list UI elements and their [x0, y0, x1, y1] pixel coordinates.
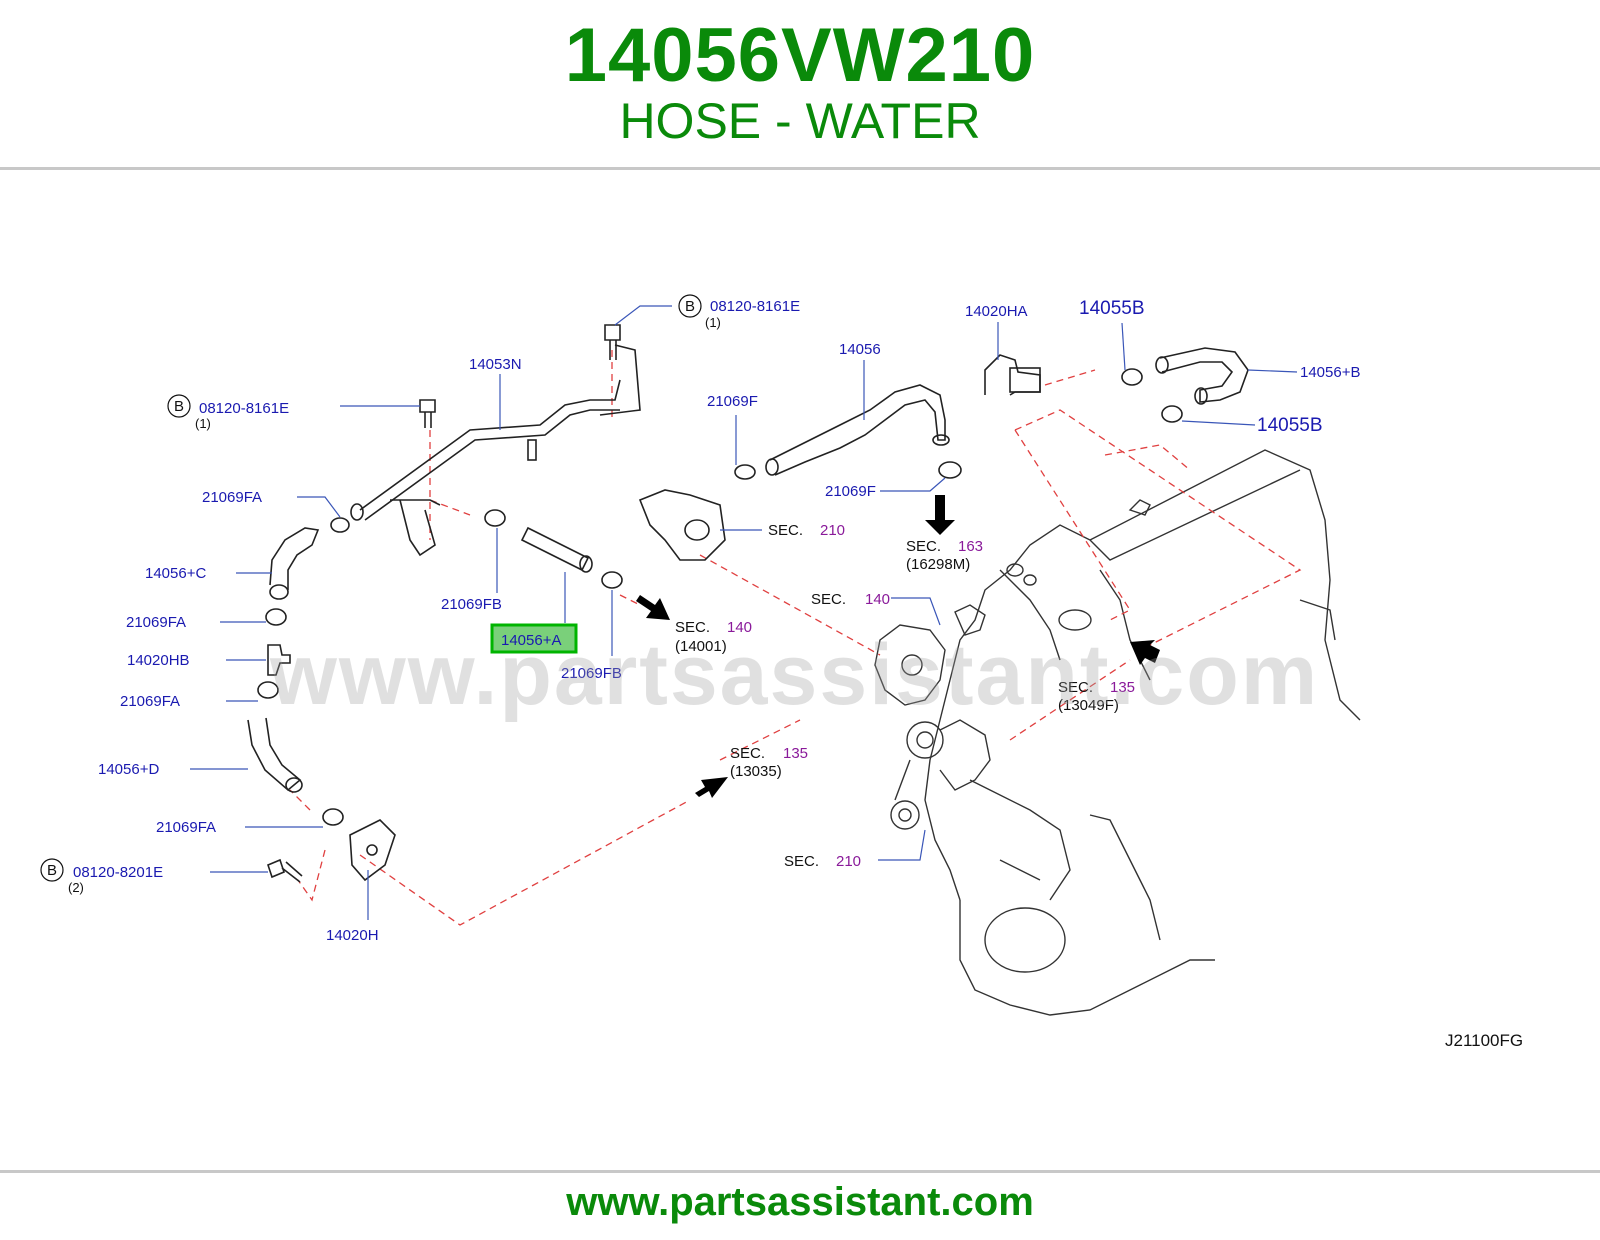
callout-14020HA[interactable]: 14020HA — [965, 303, 1028, 320]
callout-21069FB-2[interactable]: 21069FB — [561, 665, 622, 682]
header: 14056VW210 HOSE - WATER — [0, 0, 1600, 168]
sec-sub-14001: (14001) — [675, 638, 727, 655]
callout-21069FA-2[interactable]: 21069FA — [126, 614, 186, 631]
callout-21069FB-1[interactable]: 21069FB — [441, 596, 502, 613]
sec-sub-16298M: (16298M) — [906, 556, 970, 573]
hose-14020HB — [267, 644, 291, 676]
sec-num-210-bottom[interactable]: 210 — [836, 853, 861, 870]
callout-14056-D[interactable]: 14056+D — [98, 761, 159, 778]
sec-num-140-engine[interactable]: 140 — [865, 591, 890, 608]
b-marker-circle — [678, 294, 702, 318]
hose-14056-D — [247, 717, 303, 793]
callout-08120-8201E[interactable]: 08120-8201E — [73, 864, 163, 881]
b-marker-circle — [40, 858, 64, 882]
callout-21069FA-1[interactable]: 21069FA — [202, 489, 262, 506]
flange-14020H — [349, 819, 396, 882]
callout-08120-8161E-top[interactable]: 08120-8161E — [710, 298, 800, 315]
callout-21069FA-3[interactable]: 21069FA — [120, 693, 180, 710]
sec-label-210-top: SEC. — [768, 522, 803, 539]
sec-num-210-top[interactable]: 210 — [820, 522, 845, 539]
sec-num-135[interactable]: 135 — [783, 745, 808, 762]
footer-url-link[interactable]: www.partsassistant.com — [566, 1180, 1034, 1224]
b-marker-2: B — [174, 398, 184, 415]
bolt-08120-8201E — [267, 858, 303, 883]
sec-label-140: SEC. — [675, 619, 710, 636]
callout-14020H[interactable]: 14020H — [326, 927, 379, 944]
callout-14056[interactable]: 14056 — [839, 341, 881, 358]
sec-label-135-engine: SEC. — [1058, 679, 1093, 696]
callout-14055B-1[interactable]: 14055B — [1079, 298, 1145, 319]
bottom-divider — [0, 1170, 1600, 1173]
callout-14056-B[interactable]: 14056+B — [1300, 364, 1360, 381]
sec-num-135-engine[interactable]: 135 — [1110, 679, 1135, 696]
sec-num-140[interactable]: 140 — [727, 619, 752, 636]
thermostat-housing — [638, 489, 726, 561]
direction-arrows — [636, 495, 1160, 798]
bolt-08120-8161E-left — [419, 399, 436, 428]
qty-left-bolt: (1) — [195, 416, 211, 431]
b-marker-1: B — [685, 298, 695, 315]
leader-lines — [190, 305, 1298, 920]
callout-14020HB[interactable]: 14020HB — [127, 652, 190, 669]
highlight-box — [490, 623, 578, 654]
hose-14056-C — [269, 527, 320, 600]
hose-14056-B — [1155, 347, 1249, 405]
sec-sub-13035: (13035) — [730, 763, 782, 780]
engine-block-drawing — [874, 449, 1361, 1016]
part-number-title: 14056VW210 — [564, 13, 1036, 98]
sec-label-135: SEC. — [730, 745, 765, 762]
b-marker-3: B — [47, 862, 57, 879]
diagram-code: J21100FG — [1445, 1031, 1523, 1050]
sec-label-163: SEC. — [906, 538, 941, 555]
qty-bottom-bolt: (2) — [68, 880, 84, 895]
sec-label-140-engine: SEC. — [811, 591, 846, 608]
clamps-21069F — [734, 461, 962, 480]
hose-14020HA — [984, 354, 1041, 396]
hose-14056-A — [520, 526, 593, 573]
callout-14053N[interactable]: 14053N — [469, 356, 522, 373]
callout-labels: B 08120-8161E (1) B 08120-8161E (1) B 08… — [40, 294, 1523, 1050]
callout-14056-A-highlighted[interactable]: 14056+A — [501, 632, 561, 649]
callout-21069FA-4[interactable]: 21069FA — [156, 819, 216, 836]
clamps-14055B — [1121, 368, 1183, 423]
dashed-reference-lines — [289, 350, 1302, 926]
clamps-21069FB — [484, 509, 623, 589]
callout-08120-8161E-left[interactable]: 08120-8161E — [199, 400, 289, 417]
sec-sub-13049F: (13049F) — [1058, 697, 1119, 714]
part-name-subtitle: HOSE - WATER — [619, 93, 981, 149]
water-pipe-14053N — [350, 344, 641, 557]
top-divider — [0, 167, 1600, 170]
watermark: www.partsassistant.com — [270, 627, 1320, 723]
sec-num-163[interactable]: 163 — [958, 538, 983, 555]
callout-14056-C[interactable]: 14056+C — [145, 565, 206, 582]
clamps-21069FA — [257, 517, 350, 826]
hose-14056 — [765, 384, 950, 476]
sec-label-210-bottom: SEC. — [784, 853, 819, 870]
b-marker-circle — [167, 394, 191, 418]
diagram-area — [0, 270, 1600, 1070]
callout-14055B-2[interactable]: 14055B — [1257, 415, 1323, 436]
callout-21069F-1[interactable]: 21069F — [707, 393, 758, 410]
qty-top-bolt: (1) — [705, 315, 721, 330]
callout-21069F-2[interactable]: 21069F — [825, 483, 876, 500]
